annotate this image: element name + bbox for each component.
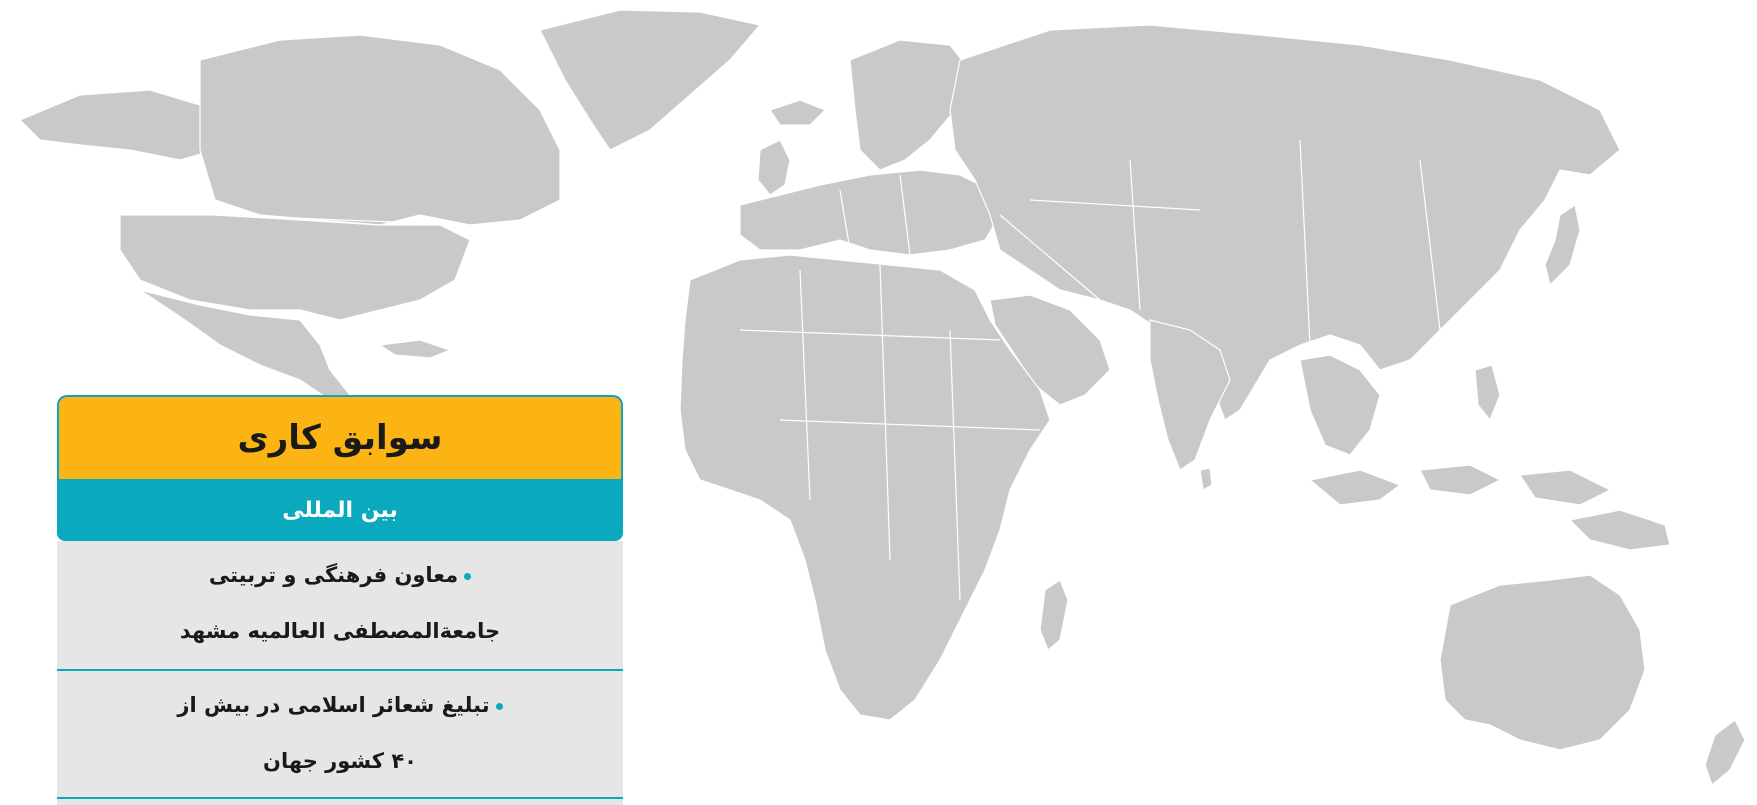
map-land-usa	[119, 214, 471, 321]
list-item-line: ۴۰ کشور جهان	[57, 749, 623, 773]
map-land-canada	[199, 34, 561, 226]
list-item-text: معاون فرهنگی و تربیتی	[208, 563, 459, 587]
map-land-asia	[949, 24, 1621, 421]
map-land-newzealand	[1704, 719, 1746, 787]
work-history-card: سوابق کاری بین المللی معاون فرهنگی و ترب…	[57, 395, 623, 805]
map-land-australia	[1439, 574, 1646, 751]
list-item-text: جامعة‌المصطفی العالمیه مشهد	[179, 619, 501, 643]
map-land-madagascar	[1039, 579, 1069, 651]
card-subtitle: بین المللی	[57, 479, 623, 541]
map-land-caribbean	[378, 339, 452, 359]
map-land-arabia	[989, 294, 1111, 406]
list-item: تبلیغ شعائر اسلامی در بیش از ۴۰ کشور جها…	[57, 671, 623, 799]
map-land-iceland	[769, 99, 827, 126]
map-land-africa	[679, 254, 1051, 721]
map-land-greenland	[539, 9, 762, 151]
card-title: سوابق کاری	[57, 395, 623, 479]
card-body: معاون فرهنگی و تربیتی جامعة‌المصطفی العا…	[57, 541, 623, 805]
list-item-line: معاون فرهنگی و تربیتی	[57, 563, 623, 587]
map-land-india	[1149, 319, 1231, 471]
map-land-philippines	[1474, 364, 1501, 422]
map-land-seasia	[1299, 354, 1381, 456]
map-land-europe	[739, 169, 1001, 256]
list-item: معاون فرهنگی و تربیتی جامعة‌المصطفی العا…	[57, 541, 623, 671]
list-item-text: تبلیغ شعائر اسلامی در بیش از	[177, 693, 490, 717]
map-land-scandinavia	[849, 39, 971, 171]
map-land-japan	[1544, 204, 1581, 287]
list-item-text: ۴۰ کشور جهان	[263, 749, 417, 773]
bullet-icon	[495, 702, 503, 710]
map-land-uk	[757, 139, 791, 196]
bullet-icon	[464, 572, 472, 580]
map-land-srilanka	[1199, 467, 1213, 491]
list-item-line: تبلیغ شعائر اسلامی در بیش از	[57, 693, 623, 717]
map-land-alaska	[18, 89, 216, 161]
map-land-indonesia	[1308, 464, 1612, 506]
map-borders	[214, 139, 1441, 601]
list-item-line: جامعة‌المصطفی العالمیه مشهد	[57, 619, 623, 643]
map-land-newguinea	[1568, 509, 1671, 551]
